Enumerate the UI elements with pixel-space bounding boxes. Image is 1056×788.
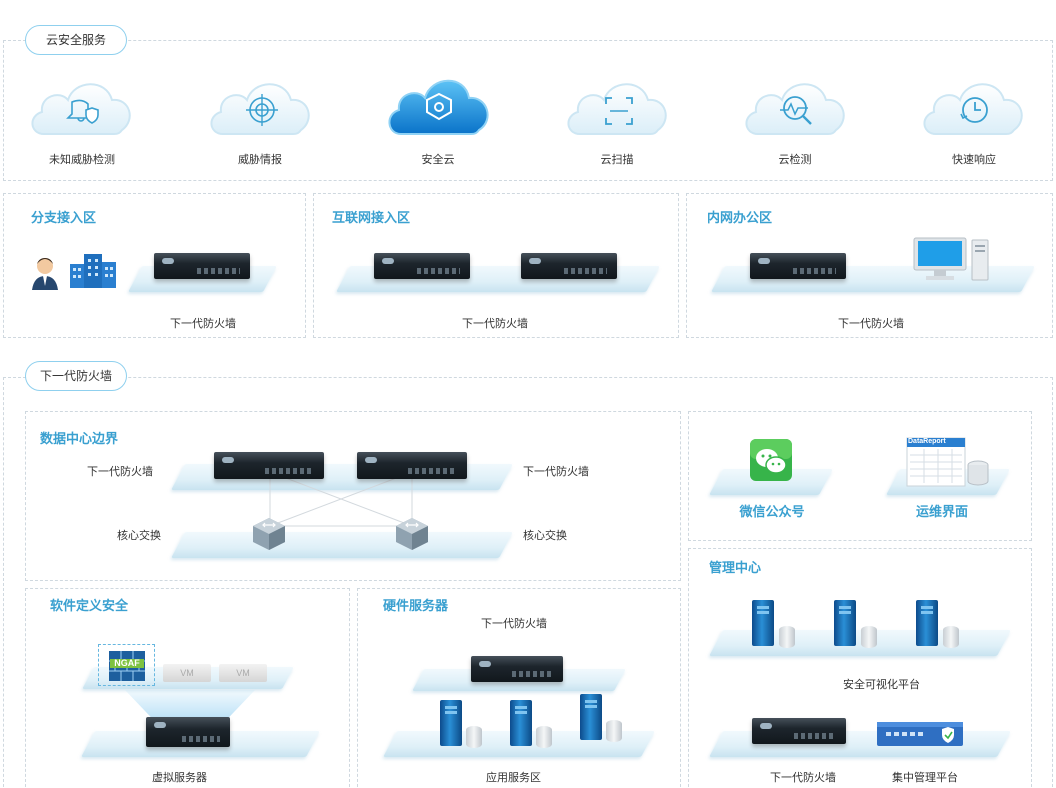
zone-branch-border — [3, 193, 306, 338]
mgmt-central-label: 集中管理平台 — [892, 772, 958, 784]
cloud-item-label: 云扫描 — [600, 154, 634, 166]
firewall-device — [374, 253, 470, 279]
datacenter-border — [25, 411, 681, 581]
cloud-response-icon — [923, 83, 1023, 135]
cloud-item-label: 快速响应 — [952, 154, 996, 166]
database-icon — [861, 626, 877, 648]
ngaf-firewall-icon — [109, 651, 145, 681]
datacenter-sw-left-label: 核心交换 — [117, 530, 161, 542]
virtual-server-device — [146, 717, 230, 747]
firewall-device — [521, 253, 617, 279]
office-building-icon — [70, 254, 116, 288]
central-mgmt-device-icon — [877, 722, 963, 746]
vm-box: VM — [219, 664, 267, 682]
server-tower-icon — [752, 600, 774, 646]
hw-fw-label: 下一代防火墙 — [481, 618, 547, 630]
sds-label: 虚拟服务器 — [152, 772, 207, 784]
cloud-section-border — [3, 40, 1053, 181]
zone-intranet-title: 内网办公区 — [707, 210, 773, 225]
wechat-ops-border — [688, 411, 1032, 541]
database-icon — [466, 726, 482, 748]
mgmt-border — [688, 548, 1032, 788]
ngfw-section-label: 下一代防火墙 — [25, 361, 127, 391]
datacenter-sw-right-label: 核心交换 — [523, 530, 567, 542]
zone-branch-device-label: 下一代防火墙 — [170, 318, 236, 330]
zone-internet-border — [313, 193, 679, 338]
ngaf-label: NGAF — [114, 658, 140, 668]
cloud-threat-intel-icon — [210, 83, 310, 135]
cloud-unknown-threat-icon — [31, 83, 131, 135]
database-icon — [536, 726, 552, 748]
sds-border — [25, 588, 350, 788]
zone-intranet-border — [686, 193, 1053, 338]
datacenter-links — [269, 471, 413, 527]
cloud-scan-icon — [567, 83, 667, 135]
server-tower-icon — [440, 700, 462, 746]
data-report-icon — [906, 437, 989, 487]
server-tower-icon — [916, 600, 938, 646]
database-icon — [779, 626, 795, 648]
vm-box: VM — [163, 664, 211, 682]
firewall-device — [750, 253, 846, 279]
firewall-device — [154, 253, 250, 279]
firewall-device — [471, 656, 563, 682]
database-icon — [943, 626, 959, 648]
ops-label: 运维界面 — [915, 504, 968, 519]
datacenter-fw-right-label: 下一代防火墙 — [523, 466, 589, 478]
desktop-computer-icon — [913, 237, 989, 281]
server-tower-icon — [580, 694, 602, 740]
user-avatar-icon — [32, 258, 58, 290]
hw-label: 应用服务区 — [486, 772, 541, 784]
datacenter-fw-left-label: 下一代防火墙 — [87, 466, 153, 478]
cloud-item-label: 云检测 — [778, 154, 812, 166]
firewall-device — [357, 452, 467, 479]
mgmt-title: 管理中心 — [709, 560, 762, 575]
mgmt-platform-label: 安全可视化平台 — [843, 679, 920, 691]
datacenter-title: 数据中心边界 — [40, 431, 119, 446]
server-tower-icon — [834, 600, 856, 646]
hw-title: 硬件服务器 — [383, 598, 449, 613]
zone-intranet-device-label: 下一代防火墙 — [838, 318, 904, 330]
zone-internet-title: 互联网接入区 — [332, 210, 411, 225]
firewall-device — [752, 718, 846, 744]
zone-internet-device-label: 下一代防火墙 — [462, 318, 528, 330]
ngaf-box — [98, 644, 155, 686]
mgmt-fw-label: 下一代防火墙 — [770, 772, 836, 784]
cloud-section-label: 云安全服务 — [25, 25, 127, 55]
core-switch-icon — [396, 518, 428, 550]
cloud-item-label: 安全云 — [421, 154, 455, 166]
cloud-security-cloud-icon — [388, 79, 489, 135]
server-tower-icon — [510, 700, 532, 746]
database-icon — [606, 720, 622, 742]
cloud-item-label: 威胁情报 — [238, 154, 282, 166]
zone-branch-title: 分支接入区 — [31, 210, 97, 225]
ngfw-section-border — [3, 377, 1053, 788]
cloud-item-label: 未知威胁检测 — [49, 154, 115, 166]
sds-title: 软件定义安全 — [50, 598, 129, 613]
hw-border — [357, 588, 681, 788]
wechat-icon — [750, 439, 792, 481]
firewall-device — [214, 452, 324, 479]
data-report-title: DataReport — [908, 438, 946, 445]
cloud-detect-icon — [745, 83, 845, 135]
core-switch-icon — [253, 518, 285, 550]
wechat-label: 微信公众号 — [739, 504, 805, 519]
